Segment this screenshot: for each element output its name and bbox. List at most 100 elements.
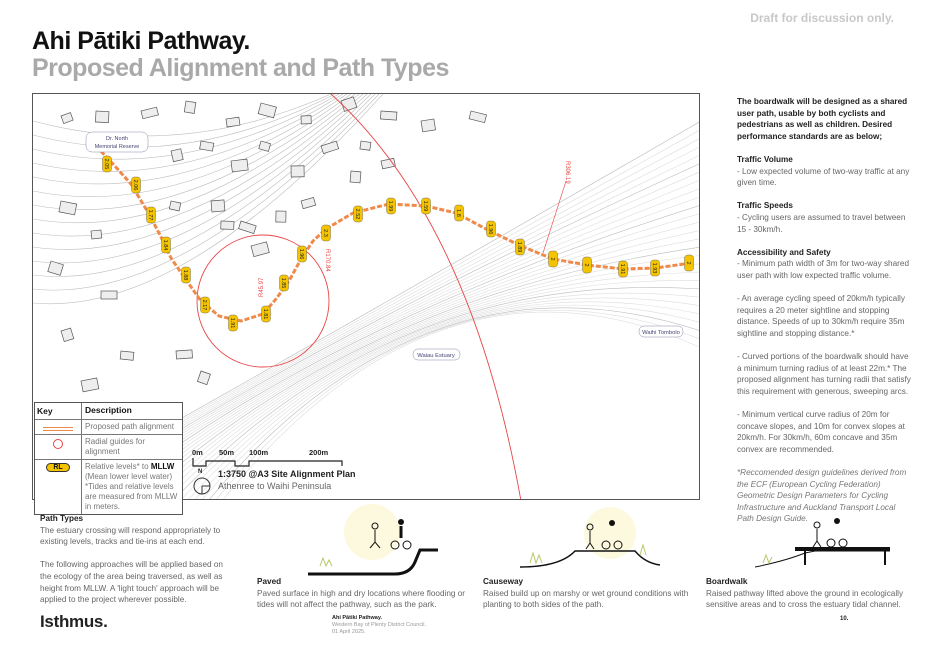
- level-badge: 2: [684, 254, 694, 272]
- place-label: Dr. North: [106, 136, 128, 142]
- building: [220, 220, 235, 230]
- building: [170, 148, 184, 163]
- north-arrow-icon: [193, 477, 211, 495]
- boardwalk-section-illustration: [755, 518, 890, 568]
- building: [290, 165, 305, 178]
- key-desc: Radial guides for alignment: [85, 437, 146, 456]
- building: [349, 170, 362, 184]
- level-value: 1.93: [651, 263, 657, 274]
- level-badge: 1.93: [650, 259, 660, 277]
- building: [230, 158, 249, 173]
- building: [119, 350, 135, 361]
- building: [140, 106, 159, 120]
- building: [210, 199, 226, 213]
- level-value: 1.96: [298, 249, 304, 260]
- building: [95, 110, 110, 124]
- rl-badge-icon: RL: [46, 463, 70, 472]
- building: [420, 118, 436, 133]
- level-badge: 1.96: [486, 220, 496, 238]
- building: [100, 290, 118, 300]
- level-value: 1.59: [422, 201, 428, 212]
- level-badge: 2.17: [200, 296, 210, 314]
- building: [340, 96, 358, 112]
- svg-text:Memorial Reserve: Memorial Reserve: [95, 144, 140, 150]
- building: [196, 370, 211, 386]
- north-label: N: [198, 469, 203, 475]
- plan-subtitle: Athenree to Waihi Peninsula: [218, 481, 332, 491]
- place-label: Waihi Tombolo: [642, 330, 680, 336]
- key-desc: Relative levels* to MLLW(Mean lower leve…: [85, 462, 178, 511]
- level-badge: 2.52: [353, 205, 363, 223]
- key-header: Key: [35, 403, 82, 419]
- building: [359, 140, 372, 151]
- radial-guide-icon: [35, 435, 82, 459]
- level-value: 1.91: [619, 264, 625, 275]
- page-title: Ahi Pātiki Pathway.: [32, 27, 250, 55]
- building: [380, 157, 396, 170]
- level-value: 1.8: [455, 209, 461, 217]
- level-badge: 1.99: [386, 197, 396, 215]
- footer-info: Ahi Pātiki Pathway.Western Bay of Plenty…: [332, 615, 427, 635]
- level-value: 2: [685, 261, 691, 264]
- building: [47, 260, 64, 276]
- causeway-section-illustration: [520, 507, 660, 568]
- building: [80, 377, 100, 393]
- radius-label: R170.84: [324, 249, 330, 272]
- path-types-intro: Path Types The estuary crossing will res…: [40, 514, 223, 605]
- building: [250, 241, 270, 258]
- level-value: 2.3: [322, 229, 328, 237]
- level-value: 2.06: [132, 180, 138, 191]
- level-value: 1.77: [147, 210, 153, 221]
- level-value: 1.99: [387, 201, 393, 212]
- building: [257, 102, 277, 119]
- performance-standards: The boardwalk will be designed as a shar…: [737, 97, 911, 524]
- level-badge: 2: [582, 256, 592, 274]
- level-badge: 1.88: [181, 266, 191, 284]
- level-value: 1.91: [229, 318, 235, 329]
- path-line-icon: [35, 420, 82, 434]
- building: [225, 116, 241, 128]
- building: [380, 110, 398, 121]
- building: [175, 349, 193, 360]
- level-value: 2.52: [354, 209, 360, 220]
- level-badge: 1.91: [228, 314, 238, 332]
- description-header: Description: [85, 405, 132, 415]
- page-number: 10.: [840, 616, 849, 622]
- level-value: 2: [583, 263, 589, 266]
- place-label: Waiau Estuary: [417, 353, 455, 359]
- building: [275, 210, 287, 223]
- level-badge: 1.89: [515, 238, 525, 256]
- level-badge: 1.59: [421, 197, 431, 215]
- page-subtitle: Proposed Alignment and Path Types: [32, 54, 449, 82]
- building: [238, 220, 257, 234]
- building: [468, 110, 487, 124]
- building: [300, 196, 317, 210]
- level-value: 2.05: [103, 159, 109, 170]
- building: [258, 140, 272, 152]
- building: [320, 140, 340, 155]
- level-value: 2.17: [201, 300, 207, 311]
- level-value: 1.96: [487, 224, 493, 235]
- level-value: 1.85: [280, 278, 286, 289]
- building: [90, 229, 103, 240]
- draft-note: Draft for discussion only.: [750, 11, 894, 25]
- level-badge: 1.85: [279, 274, 289, 292]
- isthmus-logo: Isthmus.: [40, 612, 108, 631]
- level-badge: 2: [548, 250, 558, 268]
- building: [58, 200, 78, 216]
- level-badge: 1.77: [146, 206, 156, 224]
- radius-label: R45.97: [259, 277, 265, 297]
- plan-title: 1:3750 @A3 Site Alignment Plan: [218, 469, 356, 479]
- level-value: 1.88: [182, 270, 188, 281]
- radial-guide-large: [330, 94, 522, 499]
- level-badge: 1.8: [454, 204, 464, 222]
- level-badge: 2.05: [102, 155, 112, 173]
- building: [60, 112, 74, 124]
- radius-label: R306.19: [564, 161, 570, 184]
- level-badge: 1.84: [161, 236, 171, 254]
- key-desc: Proposed path alignment: [85, 422, 174, 431]
- paved-section-illustration: [308, 504, 438, 576]
